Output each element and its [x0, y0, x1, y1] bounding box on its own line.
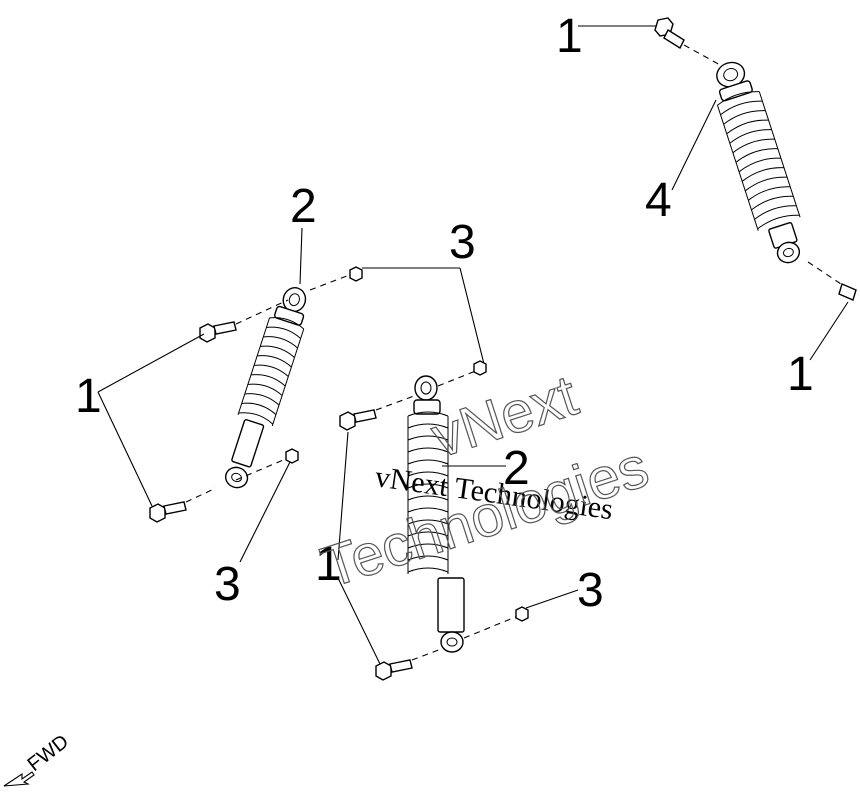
svg-text:1: 1 [556, 10, 583, 63]
watermark: vNext Technologies vNext Technologies [313, 362, 656, 601]
coil-spring [407, 411, 449, 574]
svg-text:2: 2 [290, 180, 317, 233]
forward-direction-indicator: FWD [3, 731, 73, 787]
callout-left-shock: 2 [290, 180, 317, 285]
callout-left-bolts: 1 [75, 333, 205, 507]
fwd-label: FWD [24, 731, 73, 776]
callout-left-lower-nut: 3 [214, 461, 291, 611]
svg-text:2: 2 [503, 442, 530, 495]
svg-text:3: 3 [577, 564, 604, 617]
callout-center-bolts: 1 [315, 431, 381, 665]
fwd-arrow-icon [3, 771, 35, 787]
front-shock-absorber-left [149, 266, 363, 523]
front-shock-absorber-center [339, 360, 529, 681]
svg-text:1: 1 [787, 348, 814, 401]
svg-text:3: 3 [449, 216, 476, 269]
svg-text:1: 1 [75, 370, 102, 423]
callout-top-right-lower-bolt: 1 [787, 301, 849, 401]
lower-mount-bolt [149, 501, 187, 523]
lower-nut [285, 448, 299, 464]
upper-nut [473, 360, 487, 376]
callout-center-lower-nut: 3 [525, 564, 604, 617]
upper-mount-bolt [199, 321, 237, 343]
callout-top-right-shock: 4 [645, 99, 717, 227]
callout-left-nuts: 3 [362, 216, 485, 365]
upper-mount-bolt [339, 409, 377, 431]
callout-top-right-bolt: 1 [556, 10, 656, 63]
svg-text:1: 1 [315, 538, 342, 591]
coil-spring [237, 317, 305, 427]
svg-text:4: 4 [645, 174, 672, 227]
lower-nut [515, 606, 529, 622]
lower-mount-bolt [375, 659, 413, 681]
svg-text:3: 3 [214, 558, 241, 611]
lower-mount-bolt [838, 283, 857, 301]
rear-shock-absorber-right [654, 17, 857, 301]
coil-spring [716, 91, 801, 231]
callout-center-shock: 2 [442, 442, 530, 495]
top-mount-bolt [654, 17, 685, 50]
upper-nut [349, 266, 363, 282]
